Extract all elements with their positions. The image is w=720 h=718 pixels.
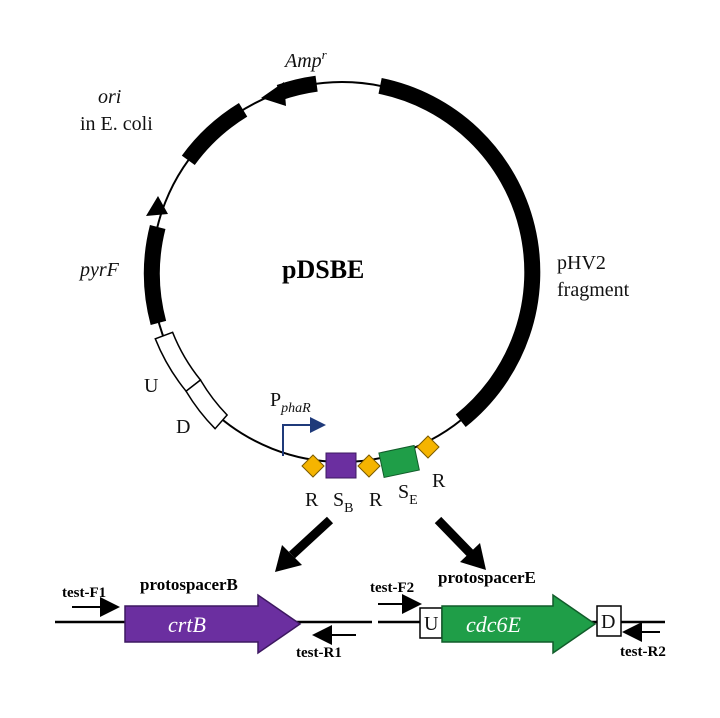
repeat-3-label: R [432,470,446,492]
phv2-fragment-arc [378,78,541,427]
d-region-box [185,378,229,430]
spacer-e-subscript: E [409,493,418,508]
d-flank-box [596,605,622,637]
u-region-box [154,331,202,393]
spacer-e-box [378,444,420,479]
left-construct-title: protospacerB [140,575,238,594]
u-label: U [144,375,159,397]
right-pointer-head-icon [460,543,486,570]
pyrf-gene-arc [143,225,167,325]
repeat-1-diamond [301,454,325,478]
ori-sublabel: in E. coli [80,113,153,135]
repeat-2-label: R [369,489,383,511]
d-label: D [176,416,190,438]
crtb-gene-label: crtB [168,612,206,637]
ampr-label: Ampr [283,47,328,72]
repeat-3-diamond [416,435,440,459]
left-pointer-head-icon [275,545,302,572]
crtb-gene-arrow [124,593,302,655]
test-f1-label: test-F1 [62,585,106,601]
spacer-b-box [325,452,357,479]
ori-arc [181,102,248,166]
pyrf-label: pyrF [78,259,120,281]
right-pointer-arrow [434,516,474,557]
repeat-1-label: R [305,489,319,511]
pyrf-direction-arrow-icon [146,196,168,216]
right-d-label: D [601,611,615,633]
test-f2-label: test-F2 [370,580,414,596]
cdc6e-gene-label: cdc6E [466,612,522,637]
test-r1-label: test-R1 [296,645,342,661]
cdc6e-gene-arrow [441,593,597,655]
plasmid-name: pDSBE [282,255,364,284]
ampr-superscript: r [322,47,328,62]
promoter-subscript: phaR [280,401,311,416]
ampr-gene-arc [276,75,318,101]
right-construct-title: protospacerE [438,568,536,587]
ampr-arrowhead-icon [261,82,286,106]
phv2-label-line1: pHV2 [557,252,606,274]
promoter-label: PphaR [270,389,311,416]
phv2-label-line2: fragment [557,279,630,301]
test-r2-label: test-R2 [620,644,666,660]
right-u-label: U [424,613,439,635]
repeat-2-diamond [357,454,381,478]
promoter-arrow-icon [282,417,326,456]
left-pointer-arrow [288,516,334,559]
ori-label: ori [98,86,121,108]
spacer-b-subscript: B [344,501,353,516]
spacer-b-label: SB [333,489,353,516]
spacer-e-label: SE [398,481,418,508]
